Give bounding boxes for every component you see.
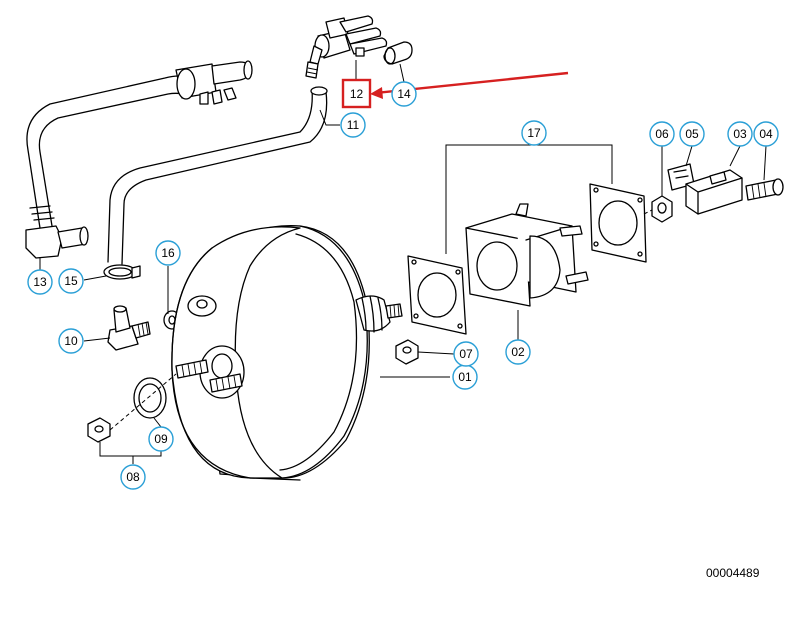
callout-15: 15 bbox=[58, 268, 84, 294]
callout-12-highlighted: 12 bbox=[341, 78, 372, 109]
seal-ring-09 bbox=[133, 377, 167, 419]
tee-connector bbox=[175, 60, 253, 105]
callout-06: 06 bbox=[649, 121, 675, 147]
brake-booster-01 bbox=[171, 225, 403, 481]
nut-06 bbox=[651, 195, 673, 223]
spacer-02 bbox=[465, 203, 589, 307]
callout-03: 03 bbox=[727, 121, 753, 147]
svg-text:14: 14 bbox=[397, 87, 411, 101]
svg-text:08: 08 bbox=[126, 470, 140, 484]
elbow-fitting-10 bbox=[107, 305, 151, 351]
svg-text:05: 05 bbox=[685, 127, 699, 141]
angle-fitting-13 bbox=[25, 225, 89, 259]
svg-text:12: 12 bbox=[350, 87, 364, 101]
callout-05: 05 bbox=[679, 121, 705, 147]
nut-08 bbox=[87, 417, 111, 443]
svg-text:13: 13 bbox=[33, 275, 47, 289]
callout-01: 01 bbox=[452, 364, 478, 390]
callout-14: 14 bbox=[391, 81, 417, 107]
nut-07 bbox=[395, 339, 419, 365]
leader-lines bbox=[39, 60, 767, 464]
svg-text:07: 07 bbox=[459, 347, 473, 361]
svg-text:09: 09 bbox=[154, 432, 168, 446]
vacuum-hose-11 bbox=[107, 86, 328, 265]
callout-09: 09 bbox=[148, 426, 174, 452]
callout-17: 17 bbox=[521, 120, 547, 146]
callout-08: 08 bbox=[120, 464, 146, 490]
hose-clamp-15 bbox=[103, 264, 141, 280]
svg-text:16: 16 bbox=[161, 246, 175, 260]
clevis-03 bbox=[685, 169, 743, 215]
svg-text:15: 15 bbox=[64, 274, 78, 288]
callout-04: 04 bbox=[753, 121, 779, 147]
callout-07: 07 bbox=[453, 341, 479, 367]
svg-text:17: 17 bbox=[527, 126, 541, 140]
svg-text:03: 03 bbox=[733, 127, 747, 141]
callout-16: 16 bbox=[155, 240, 181, 266]
gasket-front bbox=[407, 255, 467, 335]
svg-text:06: 06 bbox=[655, 127, 669, 141]
svg-text:11: 11 bbox=[347, 118, 360, 132]
bolt-04 bbox=[745, 178, 784, 201]
callout-13: 13 bbox=[27, 269, 53, 295]
catalog-number: 00004489 bbox=[706, 566, 760, 580]
callout-11: 11 bbox=[340, 112, 366, 138]
svg-text:10: 10 bbox=[64, 334, 78, 348]
callout-10: 10 bbox=[58, 328, 84, 354]
callout-02: 02 bbox=[505, 339, 531, 365]
svg-text:04: 04 bbox=[759, 127, 773, 141]
grommet-14 bbox=[383, 41, 413, 65]
vacuum-hose-left bbox=[26, 75, 191, 229]
svg-text:01: 01 bbox=[458, 370, 472, 384]
svg-text:02: 02 bbox=[511, 345, 525, 359]
check-valve-12 bbox=[305, 15, 388, 79]
gasket-rear bbox=[589, 183, 647, 263]
